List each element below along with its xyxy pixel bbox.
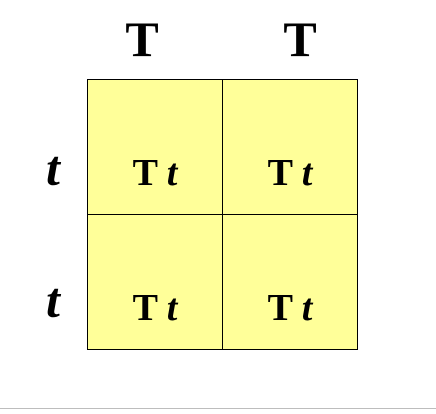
bottom-divider	[0, 408, 436, 409]
recessive-allele: t	[166, 287, 178, 329]
column-allele-1: T	[125, 11, 159, 67]
recessive-allele: t	[301, 152, 313, 194]
dominant-allele: T	[267, 287, 293, 329]
genotype-label: T t	[223, 287, 357, 329]
genotype-label: T t	[223, 152, 357, 194]
column-allele-2: T	[283, 11, 317, 67]
row-allele-2: t	[46, 272, 60, 328]
cell-r2-c1: T t	[88, 215, 222, 349]
genotype-label: T t	[88, 152, 222, 194]
row-allele-1: t	[46, 140, 60, 196]
recessive-allele: t	[166, 152, 178, 194]
dominant-allele: T	[132, 287, 158, 329]
dominant-allele: T	[267, 152, 293, 194]
grid-horizontal-divider	[88, 214, 357, 215]
dominant-allele: T	[132, 152, 158, 194]
cell-r2-c2: T t	[223, 215, 357, 349]
cell-r1-c2: T t	[223, 80, 357, 214]
genotype-label: T t	[88, 287, 222, 329]
recessive-allele: t	[301, 287, 313, 329]
punnett-grid: T t T t T t T t	[87, 79, 358, 350]
cell-r1-c1: T t	[88, 80, 222, 214]
